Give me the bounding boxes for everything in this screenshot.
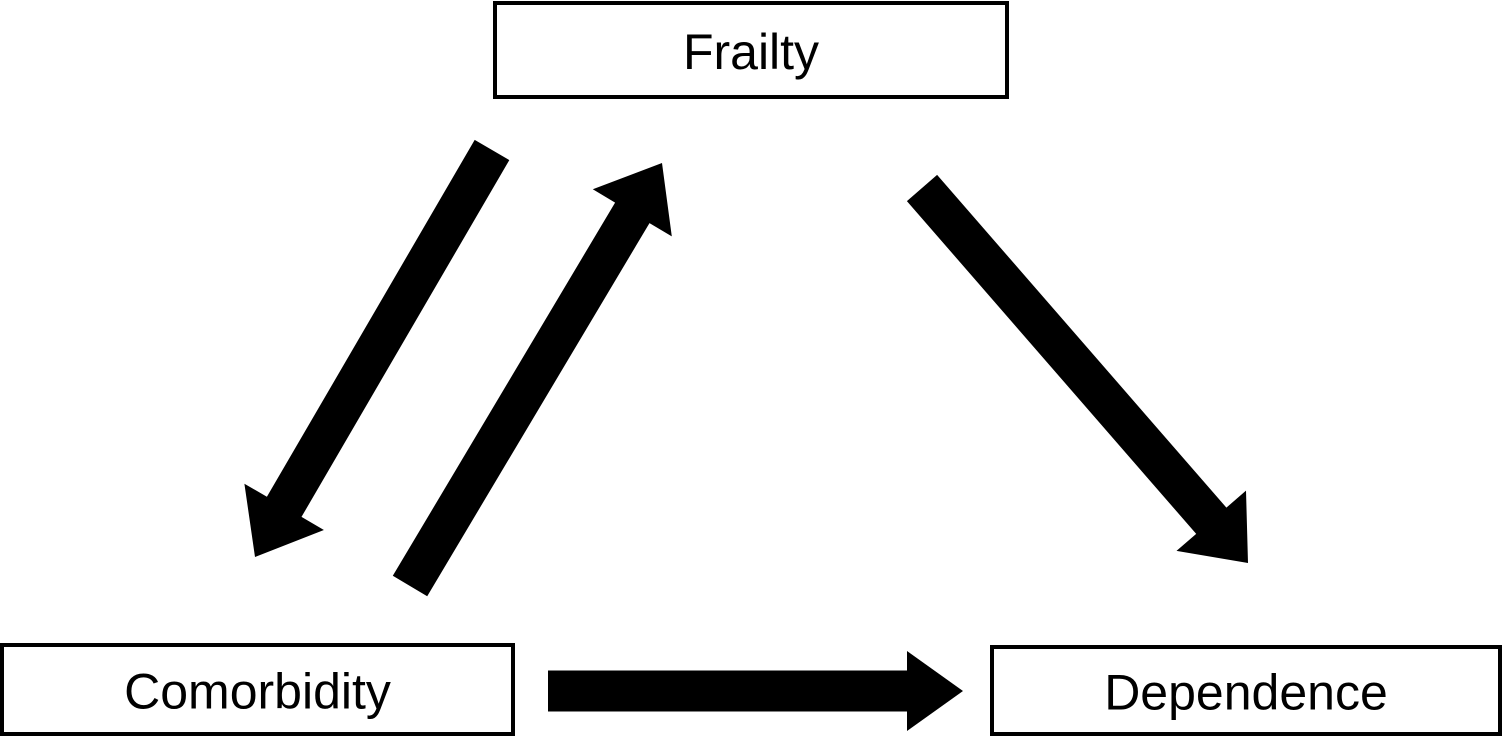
frailty-label: Frailty xyxy=(683,24,819,80)
dependence-label: Dependence xyxy=(1104,665,1388,721)
arrow-frailty-to-dependence xyxy=(906,174,1248,563)
node-comorbidity: Comorbidity xyxy=(0,643,515,736)
node-dependence: Dependence xyxy=(990,645,1502,736)
arrow-frailty-to-comorbidity xyxy=(244,139,510,557)
arrow-comorbidity-to-dependence xyxy=(548,651,963,731)
comorbidity-label: Comorbidity xyxy=(124,664,391,720)
frailty-box xyxy=(493,1,1009,99)
arrow-comorbidity-to-frailty xyxy=(392,163,672,597)
dependence-box xyxy=(990,645,1502,736)
comorbidity-box xyxy=(0,643,515,736)
node-frailty: Frailty xyxy=(493,1,1009,99)
